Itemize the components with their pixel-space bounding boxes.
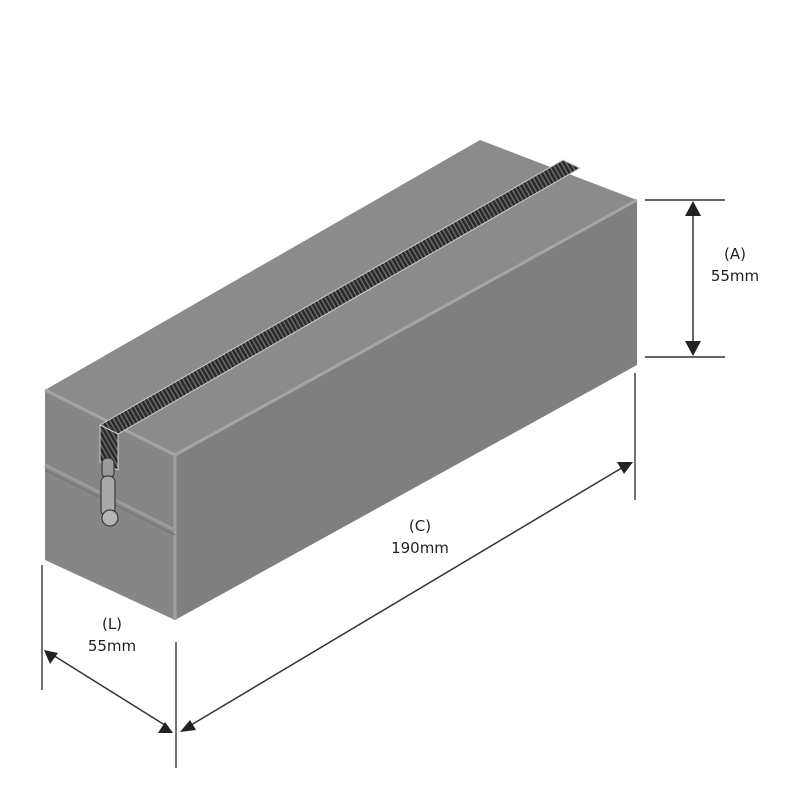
label-width-letter: (L) (101, 615, 123, 633)
dimension-width (44, 650, 173, 733)
label-height-value: 55mm (710, 267, 760, 285)
dimension-height (645, 199, 725, 358)
label-width-value: 55mm (87, 637, 137, 655)
label-length-value: 190mm (391, 539, 449, 557)
label-length-letter: (C) (408, 517, 432, 535)
label-height-letter: (A) (724, 245, 746, 263)
dimension-length (180, 462, 633, 732)
extension-lines (41, 373, 636, 768)
label-height: (A) 55mm (700, 243, 770, 287)
pouch-front-face (175, 200, 637, 620)
label-width: (L) 55mm (72, 613, 152, 657)
zipper-pull-icon (100, 457, 119, 527)
label-length: (C) 190mm (380, 515, 460, 559)
